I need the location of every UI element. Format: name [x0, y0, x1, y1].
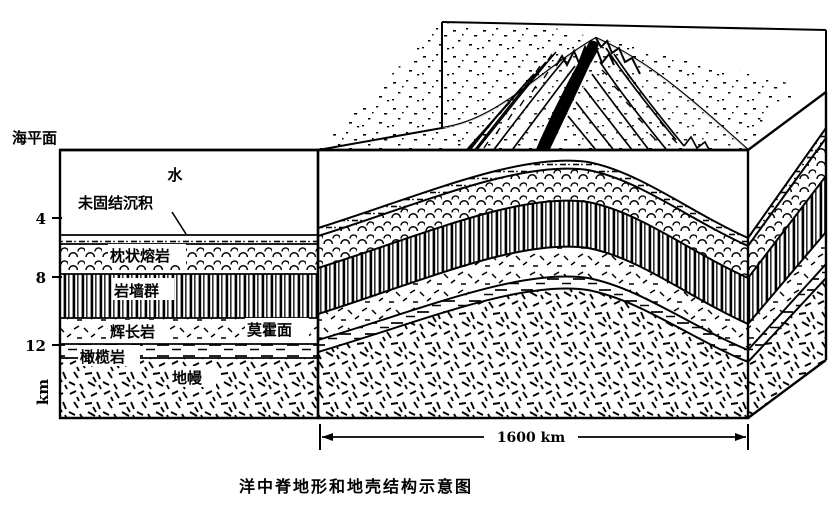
layer-water-left [60, 150, 318, 235]
front-3d-face [318, 150, 748, 418]
sediment-leader-line [171, 211, 187, 235]
layer-pillow-side [748, 138, 826, 278]
scale-arrow-left [322, 433, 333, 441]
layer-label-gabbro: 辉长岩 [110, 323, 155, 341]
layer-mantle-side [748, 278, 826, 418]
layer-mantle-front [318, 288, 748, 418]
scale-bar: 1600 km [319, 424, 749, 450]
depth-axis: 4 8 12 km [25, 210, 62, 405]
layer-pillow-left [60, 244, 318, 274]
layer-water-front [318, 150, 748, 238]
layer-peridotite-front [318, 276, 748, 362]
ridge-crest-peaks [555, 37, 641, 75]
layer-label-peridotite: 橄榄岩 [80, 348, 125, 366]
block-outline [58, 91, 828, 420]
scale-bar-label: 1600 km [497, 430, 566, 446]
layer-label-mantle-group: 地幔 [170, 366, 216, 387]
sea-level-label: 海平面 [12, 129, 57, 147]
layer-dikes-side [748, 176, 826, 324]
left-section-boundaries [60, 234, 318, 359]
right-side-boundaries [748, 127, 826, 363]
layer-dikes-front [318, 200, 748, 324]
layer-water-side [748, 92, 826, 238]
axis-unit-label: km [34, 379, 52, 405]
layer-gabbro-front [318, 246, 748, 350]
layer-label-water: 水 [167, 166, 183, 184]
boundary-label-moho-group: 莫霍面 [245, 318, 309, 339]
layer-label-mantle: 地幔 [172, 369, 203, 387]
layer-label-gabbro-group: 辉长岩 [108, 320, 170, 341]
block-back-edges [317, 21, 827, 151]
layer-gabbro-side [748, 232, 826, 350]
axis-tick-label-8: 8 [36, 269, 46, 287]
left-cross-section [60, 150, 318, 418]
layer-dikes-left [60, 274, 318, 318]
scale-arrow-right [735, 433, 746, 441]
layer-label-pillow: 枕状熔岩 [110, 247, 170, 265]
fault-scarps-right [567, 47, 732, 187]
layer-label-peridotite-group: 橄榄岩 [78, 345, 140, 366]
layer-pillow-front [318, 168, 748, 278]
front-face-boundaries [318, 159, 748, 363]
layer-sediment-side [748, 128, 826, 246]
figure-caption: 洋中脊地形和地壳结构示意图 [239, 477, 473, 496]
layer-labels: 水 未固结沉积 枕状熔岩 岩墙群 辉长岩 莫霍面 橄榄岩 地幔 [77, 166, 309, 387]
layer-sediment-left [60, 235, 318, 244]
layer-peridotite-side [748, 264, 826, 362]
layer-label-pillow-group: 枕状熔岩 [108, 244, 186, 265]
layer-sediment-front [318, 160, 748, 246]
right-side-face [748, 92, 826, 418]
axis-tick-label-4: 4 [36, 210, 46, 228]
axis-tick-label-12: 12 [25, 337, 46, 355]
layer-label-dikes: 岩墙群 [113, 282, 159, 300]
layer-label-sediment: 未固结沉积 [77, 194, 153, 212]
layer-label-dikes-group: 岩墙群 [112, 278, 174, 300]
boundary-label-moho: 莫霍面 [247, 321, 292, 339]
